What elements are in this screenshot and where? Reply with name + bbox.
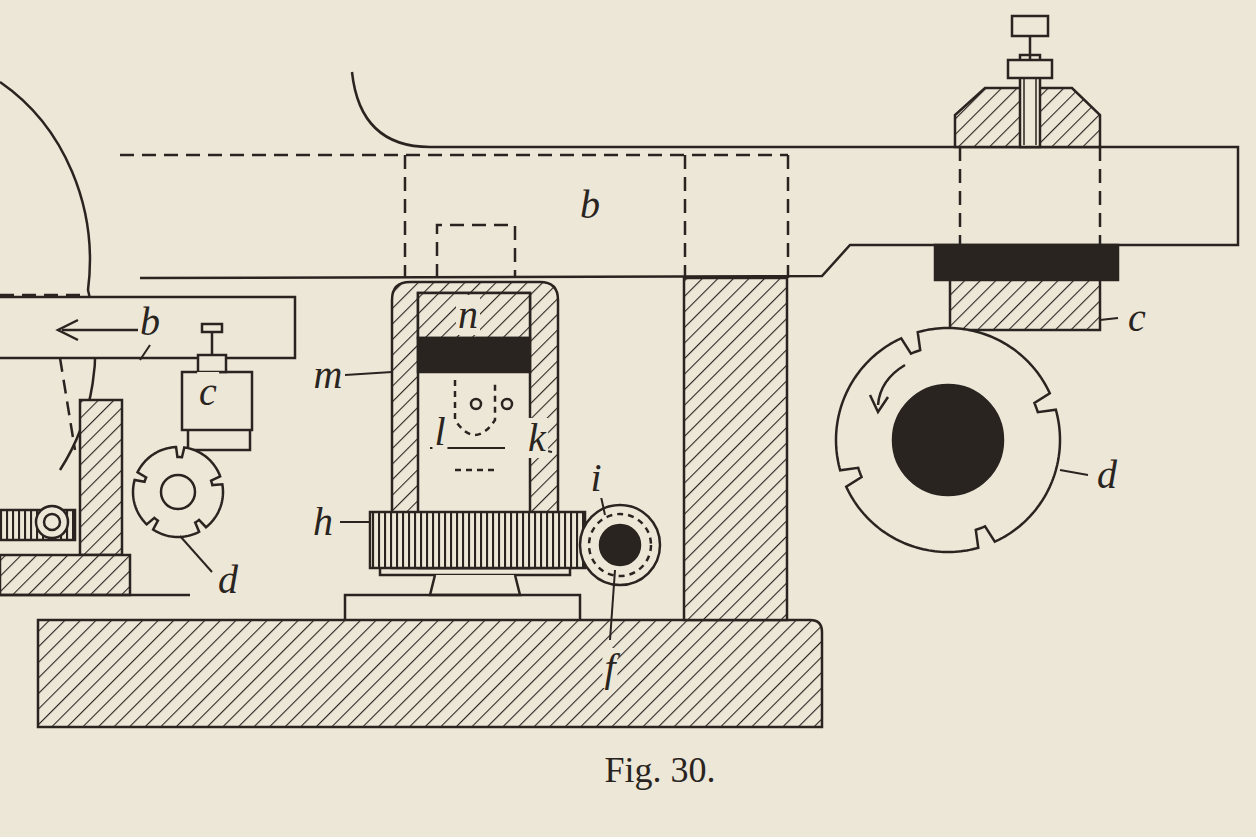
- shim: [935, 245, 1118, 280]
- callout-letter: f: [602, 648, 617, 688]
- drawing-part: [180, 536, 212, 572]
- drawing-part: [437, 225, 515, 278]
- piston: [418, 293, 530, 338]
- arrow-head: [870, 395, 888, 412]
- port: [502, 399, 512, 409]
- worm: [580, 505, 660, 585]
- worm-pitch: [589, 514, 651, 576]
- column: [80, 400, 122, 555]
- callout-letter: h: [311, 502, 335, 542]
- ratchet-wheel: [836, 328, 1060, 552]
- callout-letter: b: [578, 185, 602, 225]
- bolt: [198, 355, 226, 372]
- clamp: [182, 372, 252, 430]
- callout-letter: d: [216, 560, 240, 600]
- callout-letter: n: [456, 295, 480, 335]
- base-plate: [38, 620, 822, 727]
- callout-letter: m: [312, 355, 345, 395]
- pedestal: [430, 575, 520, 595]
- shaft: [36, 506, 68, 538]
- drawing-part: [684, 155, 687, 278]
- drawing-part: [140, 345, 150, 360]
- drawing-part: [60, 358, 75, 450]
- column: [684, 278, 787, 620]
- clamp-foot: [188, 430, 250, 450]
- ratchet-wheel: [133, 447, 223, 537]
- drawing-part: [1099, 147, 1102, 245]
- drawing-part: [345, 372, 392, 375]
- worm-wheel: [370, 512, 585, 568]
- callout-letter: c: [197, 372, 219, 412]
- callout-letter: b: [138, 302, 162, 342]
- worm-shaft: [600, 525, 640, 565]
- drawing-part: [1100, 318, 1118, 320]
- callout-letter: l: [432, 412, 447, 452]
- arrow-head: [58, 320, 78, 340]
- drawing-part: [120, 154, 788, 157]
- outlines: [0, 16, 1238, 727]
- shaft: [44, 514, 60, 530]
- callout-letter: k: [526, 418, 548, 458]
- hub: [161, 475, 195, 509]
- drawing-part: [404, 155, 407, 278]
- port: [471, 399, 481, 409]
- foot: [345, 595, 580, 620]
- bolt: [202, 324, 222, 355]
- drawing-part: [787, 155, 790, 278]
- callout-letter: i: [588, 458, 603, 498]
- drawing-part: [1060, 470, 1088, 475]
- nut: [1008, 16, 1052, 78]
- drawing-part: [610, 570, 615, 640]
- rotation-arrow: [878, 365, 905, 405]
- callout-letter: d: [1095, 455, 1119, 495]
- base: [0, 555, 130, 595]
- hidden-lines: [455, 469, 495, 472]
- drawing-part: [340, 521, 370, 523]
- hidden-lines: [455, 380, 495, 435]
- base-line: [0, 594, 190, 597]
- packing: [418, 338, 530, 372]
- hub: [380, 568, 570, 575]
- callout-letter: c: [1126, 298, 1148, 338]
- clamp-block: [950, 280, 1100, 330]
- shaft: [893, 385, 1003, 495]
- leader-lines: [140, 318, 1118, 640]
- figure-caption: Fig. 30.: [604, 749, 715, 791]
- drawing-part: [959, 147, 962, 245]
- direction-arrow: [62, 329, 150, 332]
